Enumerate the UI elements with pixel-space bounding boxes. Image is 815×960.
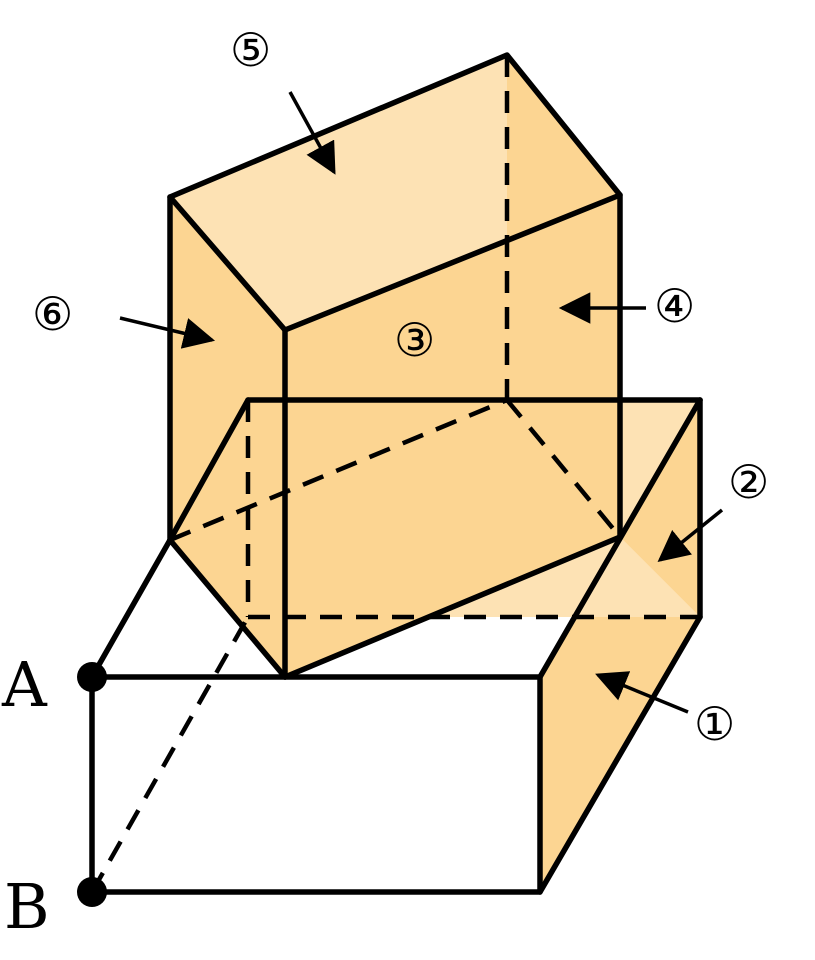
arrow-face-2 — [657, 508, 724, 562]
flap-bottom-edge — [537, 614, 703, 895]
front-bottom-edge — [282, 534, 623, 680]
face-6-label: ⑥ — [32, 287, 73, 341]
base-front-face — [92, 677, 540, 892]
base-top-face — [92, 540, 285, 677]
face-2-label: ② — [728, 455, 769, 509]
arrow-face-6 — [119, 316, 216, 349]
point-b-label: B — [4, 870, 50, 943]
hidden-edge-base-diag — [90, 615, 250, 894]
slab-left-edge — [167, 397, 251, 543]
face-1 — [540, 537, 700, 892]
face-5-label: ⑤ — [230, 23, 271, 77]
hidden-edge-diag-2 — [505, 398, 622, 539]
point-a-dot — [77, 662, 107, 692]
flap-diag-edge — [537, 397, 703, 680]
arrow-face-1 — [595, 671, 689, 714]
point-b-dot — [77, 877, 107, 907]
face-2 — [620, 400, 700, 617]
point-a-label: A — [1, 648, 48, 721]
base-front-outline — [89, 674, 543, 895]
base-top-left-edge — [89, 537, 173, 680]
arrow-face-5 — [288, 91, 336, 175]
slab-left — [170, 400, 285, 677]
face-4 — [507, 55, 620, 400]
face-1-label: ① — [694, 697, 735, 751]
face-3-label: ③ — [394, 313, 435, 367]
slab-inner-edge — [167, 537, 288, 680]
inner-light-band-2 — [440, 537, 700, 617]
hidden-edge-diag-1 — [169, 397, 508, 543]
face-4-label: ④ — [654, 279, 695, 333]
